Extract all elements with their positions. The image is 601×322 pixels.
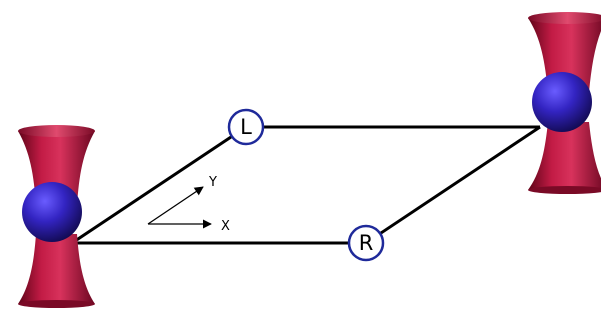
left-trap-lower-horn [18,234,95,304]
left-trap-top-rim [18,125,95,137]
node-L-circle [227,108,265,146]
arm-R-to-right [365,125,541,245]
right-trap-lower-horn [528,122,601,190]
right-trap-bottom-rim [528,186,601,194]
arm-left-to-L [71,125,247,245]
left-trap-bottom-rim [18,300,95,308]
left-atom-sphere [22,182,82,242]
y-axis-arrow [147,186,204,225]
x-axis-label: X [221,219,230,234]
node-L: L [227,108,265,146]
node-R-circle [347,224,385,262]
right-atom-sphere [532,72,592,132]
right-mirror-trap-icon [528,12,601,194]
node-R-label: R [359,231,374,255]
interferometer-arms [71,125,541,245]
y-axis-label: Y [208,175,217,190]
coordinate-axes: X Y [147,175,230,234]
node-R: R [347,224,385,262]
node-L-label: L [240,115,252,139]
left-mirror-trap-icon [18,125,95,308]
right-trap-upper-horn [528,18,601,92]
right-trap-top-rim [528,12,601,24]
